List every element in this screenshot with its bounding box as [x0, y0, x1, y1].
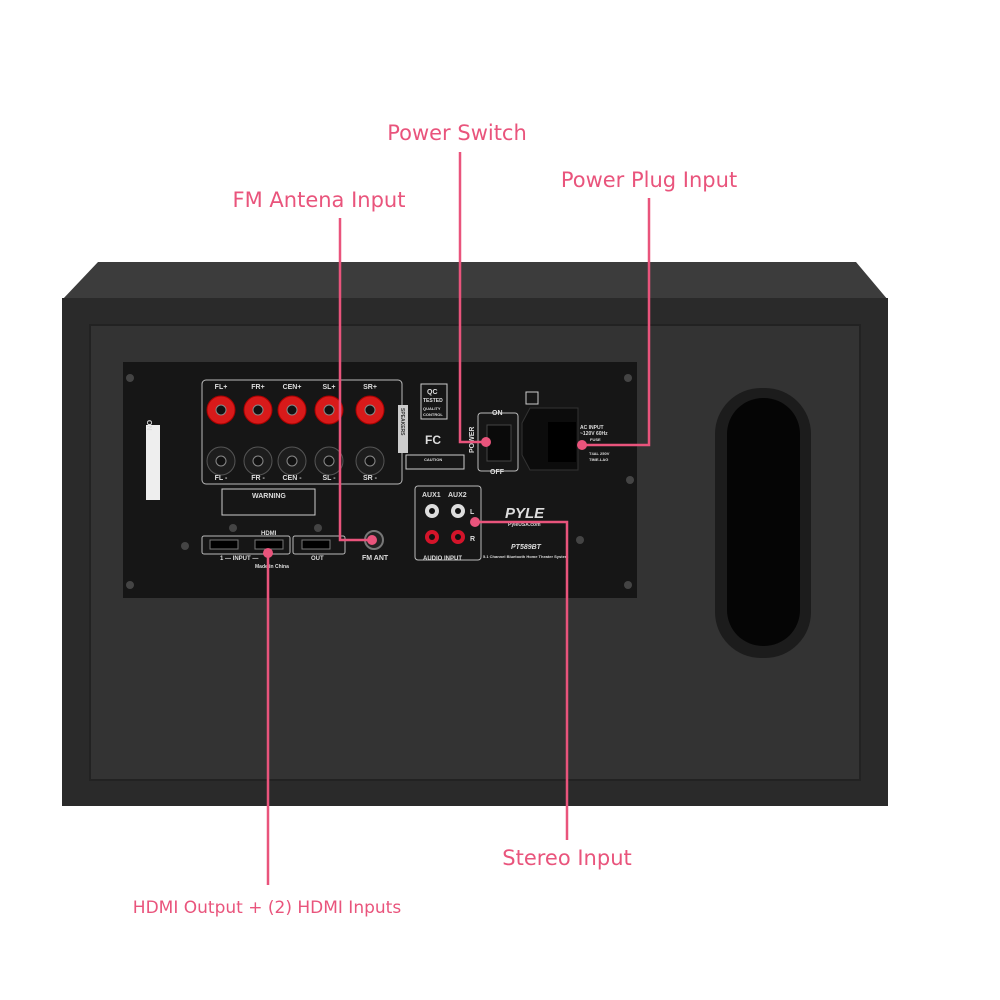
model-label: PT589BT [511, 544, 542, 551]
speaker-label: SL+ [322, 384, 335, 391]
on-label: ON [492, 410, 503, 417]
aux1-label: AUX1 [422, 492, 441, 499]
off-label: OFF [490, 469, 505, 476]
power-switch [486, 424, 512, 462]
power-plug-dot [577, 440, 587, 450]
power-switch-leader [458, 152, 485, 444]
power-plug-leader [582, 198, 651, 447]
warning-label: WARNING [252, 493, 286, 500]
power-plug-callout: Power Plug Input [560, 168, 738, 192]
fcc-logo: FC [425, 433, 441, 447]
stereo-input-callout: Stereo Input [502, 846, 632, 870]
cabinet-top [62, 262, 888, 300]
speaker-label: FL+ [215, 384, 228, 391]
hdmi-dot [263, 548, 273, 558]
caution-label: CAUTION [424, 457, 442, 462]
stereo-leader [475, 520, 569, 840]
serial-on-label: ON [145, 420, 152, 431]
fm-antenna-dot [367, 535, 377, 545]
speaker-label: FR+ [251, 384, 264, 391]
speakers-tag: SPEAKERS [399, 408, 405, 436]
hdmi-input-label: 1 — INPUT — [220, 556, 258, 562]
hdmi-output-port [301, 539, 331, 550]
power-label: POWER [469, 427, 476, 453]
speaker-label: FR - [251, 475, 265, 482]
brand-logo: PYLE [505, 505, 545, 522]
aux2-label: AUX2 [448, 492, 467, 499]
qc-quality: QUALITY [423, 406, 441, 411]
fm-ant-label: FM ANT [362, 555, 389, 562]
fuse-type-label: TIME-LAG [589, 457, 608, 462]
fuse-label: FUSE [590, 437, 601, 442]
hdmi-input-1-port [209, 539, 239, 550]
audio-input-label: AUDIO INPUT [423, 556, 462, 562]
description-label: 5.1 Channel Bluetooth Home Theater Syste… [483, 554, 569, 559]
ac-volt-label: ~120V 60Hz [580, 431, 608, 437]
hdmi-out-label: OUT [311, 556, 324, 562]
qc-control: CONTROL [423, 412, 443, 417]
qc-label: QC [427, 389, 438, 396]
qc-tested: TESTED [423, 398, 443, 404]
power-switch-callout: Power Switch [387, 121, 527, 145]
ac-input-label: AC INPUT [580, 425, 604, 431]
website-label: PyleUSA.com [508, 522, 541, 528]
rear-panel [123, 362, 637, 598]
power-switch-dot [481, 437, 491, 447]
speaker-label: FL - [215, 475, 228, 482]
left-label: L [470, 509, 475, 516]
right-label: R [470, 536, 475, 543]
hdmi-input-2-port [254, 539, 284, 550]
speaker-label: SR - [363, 475, 378, 482]
speaker-label: SR+ [363, 384, 377, 391]
hdmi-callout: HDMI Output + (2) HDMI Inputs [132, 898, 402, 918]
fm-antenna-leader [338, 218, 370, 542]
fm-antenna-callout: FM Antena Input [232, 188, 406, 212]
speaker-label: CEN - [282, 475, 302, 482]
speaker-label: CEN+ [283, 384, 302, 391]
speaker-label: SL - [322, 475, 336, 482]
stereo-dot [470, 517, 480, 527]
hdmi-tag: HDMI [261, 531, 277, 537]
fuse-rating-label: T4AL 250V [589, 451, 610, 456]
made-in-label: Made in China [255, 564, 289, 570]
